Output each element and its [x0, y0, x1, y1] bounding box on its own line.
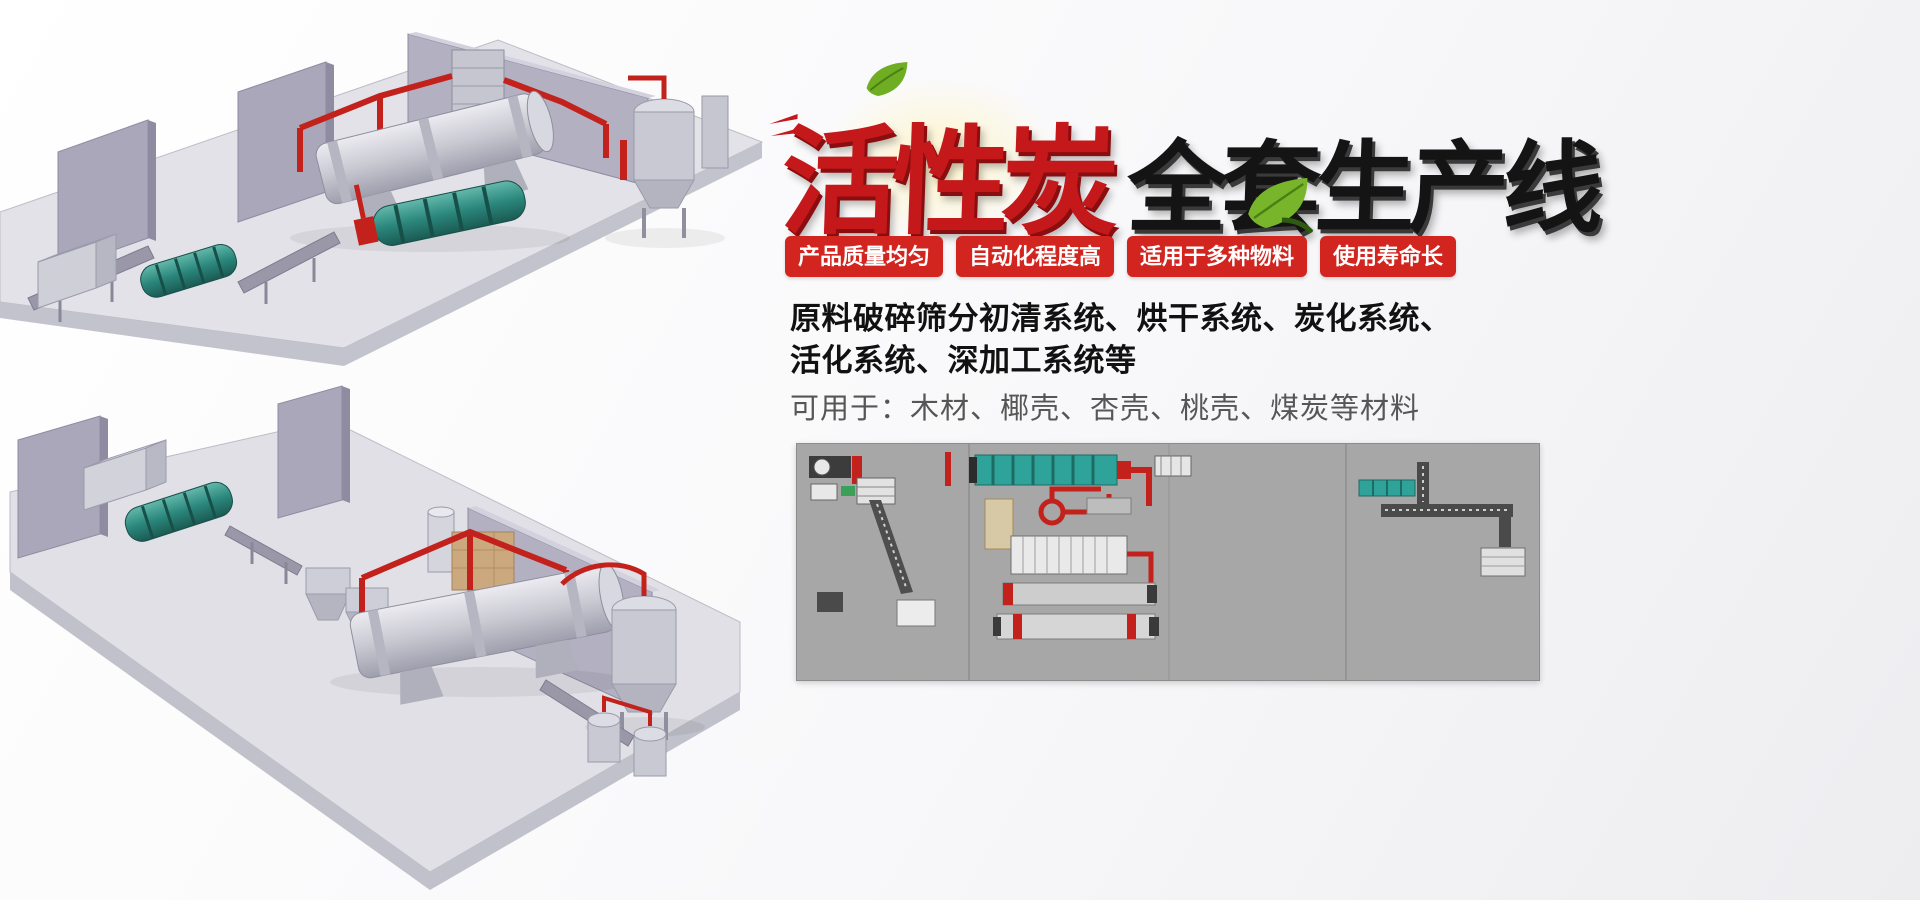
storage-tanks — [587, 695, 667, 777]
feature-badges: 产品质量均匀 自动化程度高 适用于多种物料 使用寿命长 — [785, 236, 1457, 277]
title-red-text: 活性炭 — [778, 117, 1114, 249]
leaf-icon — [866, 62, 908, 96]
description-block: 原料破碎筛分初清系统、烘干系统、炭化系统、 活化系统、深加工系统等 可用于：木材… — [790, 298, 1550, 429]
materials-line: 可用于：木材、椰壳、杏壳、桃壳、煤炭等材料 — [790, 393, 1421, 425]
badge-lifespan: 使用寿命长 — [1320, 236, 1457, 277]
production-line-render-bottom — [9, 385, 741, 890]
small-conveyor — [224, 525, 303, 584]
screening-drum — [124, 481, 233, 542]
schematic-kiln-cylinders — [993, 582, 1159, 640]
badge-quality: 产品质量均匀 — [785, 236, 944, 277]
schematic-hot-blast-stove — [984, 486, 1132, 550]
badge-automation: 自动化程度高 — [956, 236, 1115, 277]
transfer-conveyor — [237, 231, 341, 304]
systems-line-2: 活化系统、深加工系统等 — [790, 343, 1137, 378]
speed-lines-icon — [769, 114, 800, 136]
schematic-packing-line — [1358, 462, 1526, 577]
rotary-screen-drum — [140, 243, 238, 298]
layout-schematic-drawing — [797, 444, 1539, 680]
schematic-dryer-cylinder — [969, 454, 1192, 506]
layout-schematic-panel — [796, 443, 1540, 681]
activation-kiln — [349, 563, 625, 705]
carbonization-furnace — [620, 75, 729, 238]
badge-materials: 适用于多种物料 — [1127, 236, 1308, 277]
production-line-render-top — [0, 32, 764, 366]
systems-line-1: 原料破碎筛分初清系统、烘干系统、炭化系统、 — [790, 301, 1452, 336]
leaf-icon — [1248, 178, 1314, 234]
feeder-box — [83, 439, 167, 511]
crusher-unit — [37, 233, 117, 309]
title-black-text: 全套生产线 — [1125, 133, 1599, 245]
cooling-drum — [353, 180, 526, 246]
schematic-incline-conveyor — [869, 500, 936, 627]
schematic-grate-cooler — [1010, 535, 1154, 594]
heat-exchanger-brick — [451, 531, 515, 591]
main-title: 活性炭全套生产线 — [769, 62, 1599, 249]
schematic-feed-cluster — [809, 452, 951, 612]
